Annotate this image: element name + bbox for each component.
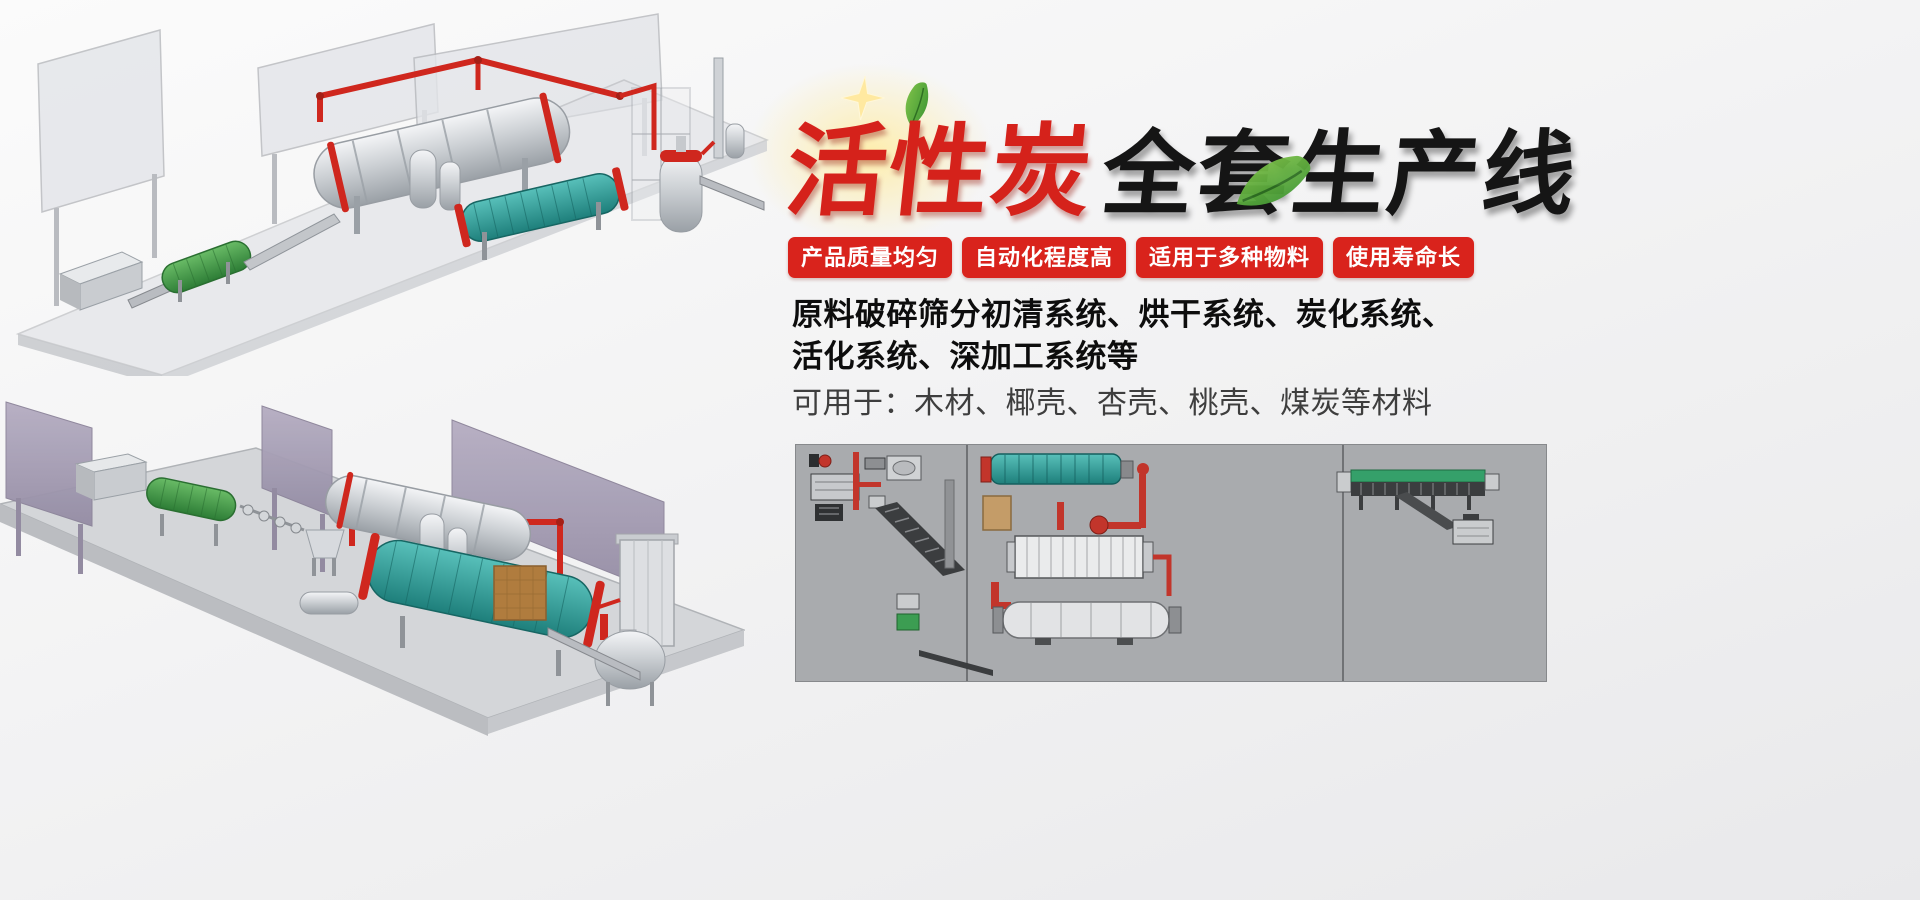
feature-badges: 产品质量均匀 自动化程度高 适用于多种物料 使用寿命长 <box>788 237 1475 278</box>
feed-hopper <box>305 529 345 576</box>
feeder-unit <box>58 251 201 311</box>
brick-kiln-block <box>493 565 547 621</box>
green-screening-drum <box>146 477 237 546</box>
schematic-main-section <box>944 453 1182 645</box>
badge-product-quality: 产品质量均匀 <box>788 237 953 278</box>
green-screening-drum <box>161 240 252 302</box>
leaf-icon <box>1236 155 1311 206</box>
title-black-text: 全套生产线 <box>1097 124 1584 226</box>
production-line-3d-upper <box>15 13 770 376</box>
disc-conveyor <box>239 504 305 534</box>
teal-cooling-drum <box>454 167 629 260</box>
schematic-packing-section <box>1336 469 1500 545</box>
schematic-panel <box>795 444 1547 682</box>
rotary-dryer-drum <box>313 92 571 234</box>
furnace-tower-assembly <box>619 57 765 233</box>
small-drum <box>299 591 359 615</box>
incline-conveyor <box>243 213 341 271</box>
page-title: 活性炭全套生产线 <box>780 76 1586 235</box>
system-description: 原料破碎筛分初清系统、烘干系统、炭化系统、 活化系统、深加工系统等 <box>792 294 1454 378</box>
round-vessel <box>594 614 666 706</box>
discharge-conveyor <box>547 627 641 681</box>
title-red-text: 活性炭 <box>781 116 1099 228</box>
badge-service-life: 使用寿命长 <box>1333 237 1475 278</box>
description-line-1: 原料破碎筛分初清系统、烘干系统、炭化系统、 <box>792 297 1454 332</box>
feeder-hopper <box>74 453 148 501</box>
schematic-feed-section <box>809 452 993 676</box>
description-line-2: 活化系统、深加工系统等 <box>792 339 1139 374</box>
production-line-3d-lower <box>0 401 745 736</box>
production-line-schematic <box>795 444 1547 682</box>
sparkle-icon <box>840 76 885 120</box>
storage-tanks <box>409 149 461 211</box>
badge-automation-level: 自动化程度高 <box>962 237 1127 278</box>
badge-material-range: 适用于多种物料 <box>1136 237 1324 278</box>
materials-line: 可用于：木材、椰壳、杏壳、桃壳、煤炭等材料 <box>792 387 1433 420</box>
dust-collector-tower <box>595 533 679 647</box>
